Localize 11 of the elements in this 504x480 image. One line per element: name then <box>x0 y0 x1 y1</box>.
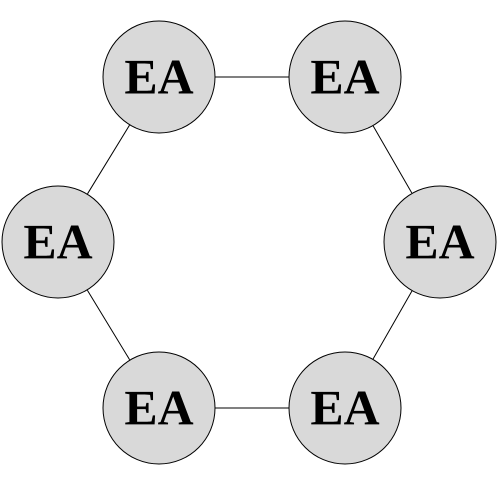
connector-line <box>215 76 289 78</box>
circle-node: EA <box>288 352 402 464</box>
circle-node: EA <box>2 186 114 298</box>
circle-node: EA <box>384 186 496 298</box>
connector-line <box>372 125 412 194</box>
connector-line <box>87 124 130 194</box>
circle-node: EA <box>102 20 216 134</box>
circle-node: EA <box>288 20 402 134</box>
connector-line <box>86 290 130 360</box>
connector-line <box>372 290 412 360</box>
circle-node: EA <box>102 352 216 464</box>
